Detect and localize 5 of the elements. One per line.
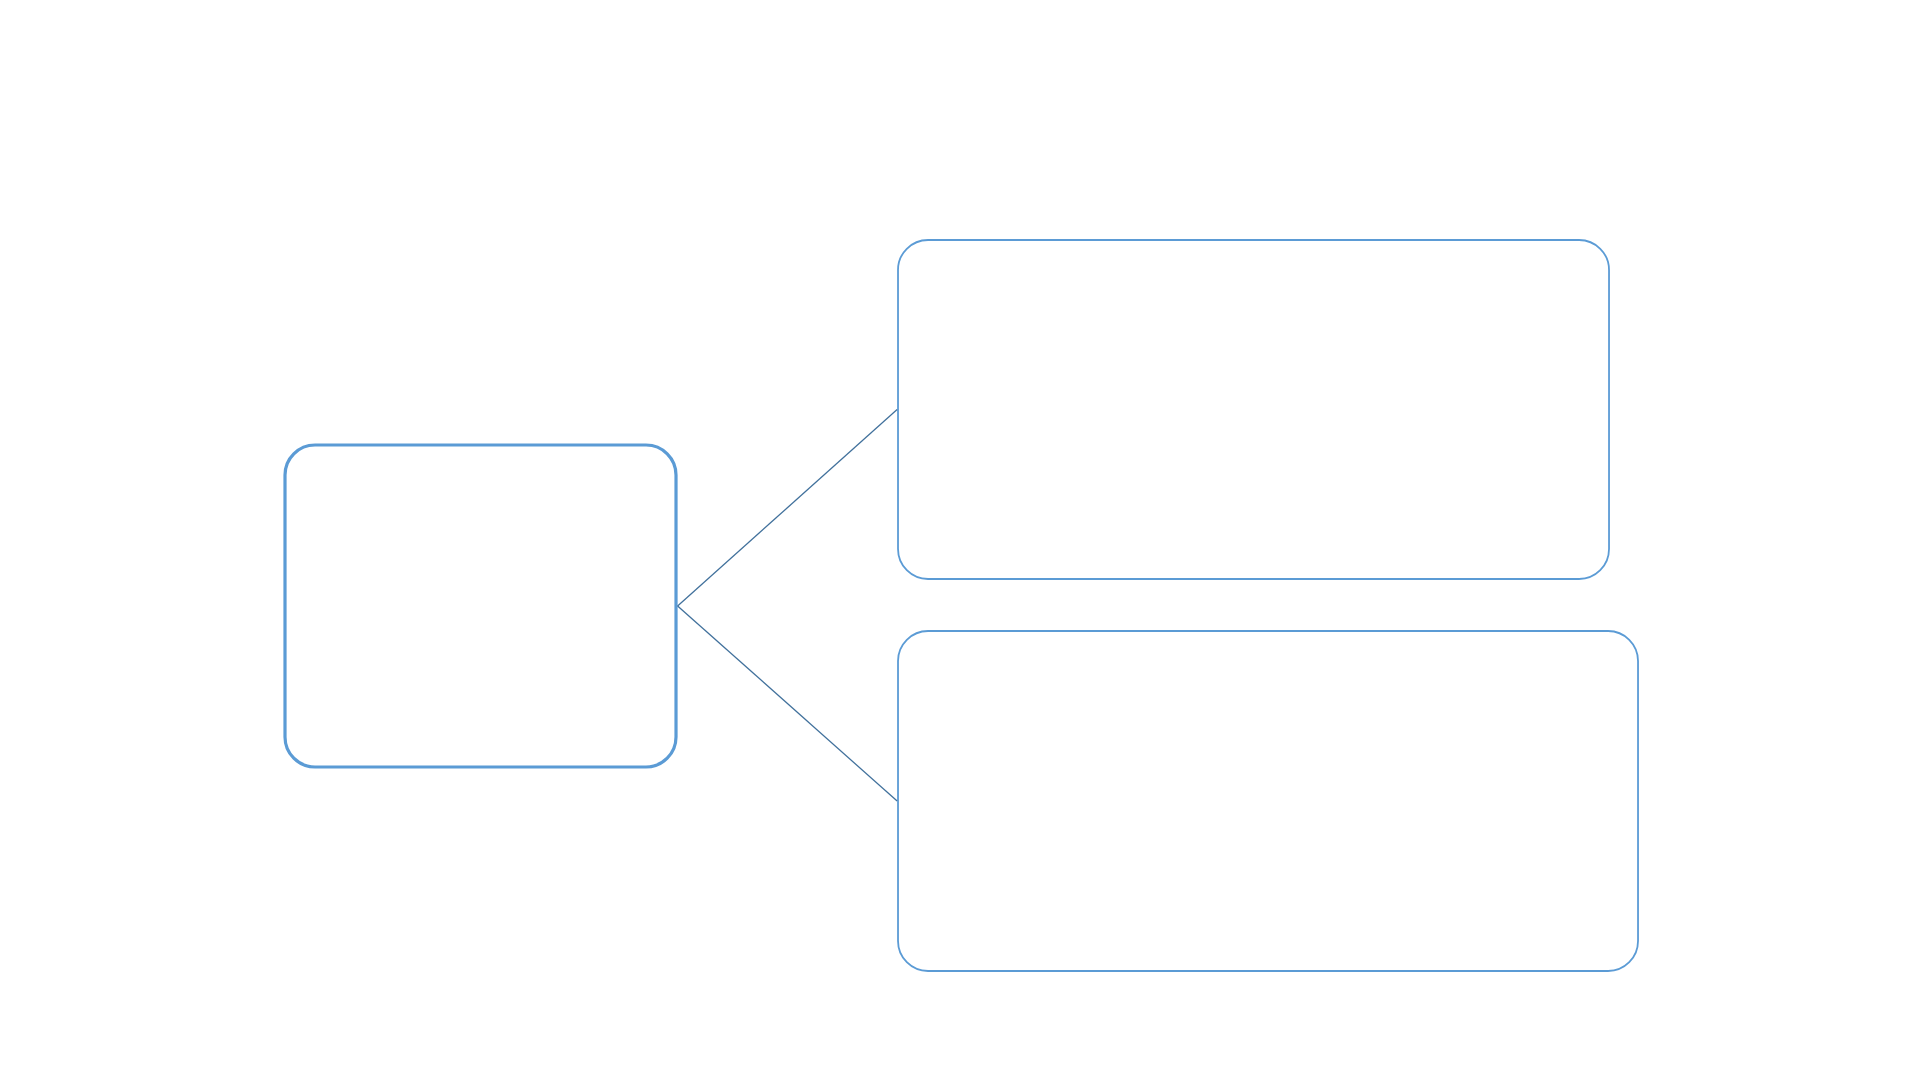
connector-line (676, 408, 898, 607)
connector-line (676, 605, 898, 802)
rounded-box (283, 443, 678, 769)
rounded-box (897, 630, 1639, 972)
rounded-box (897, 239, 1610, 580)
